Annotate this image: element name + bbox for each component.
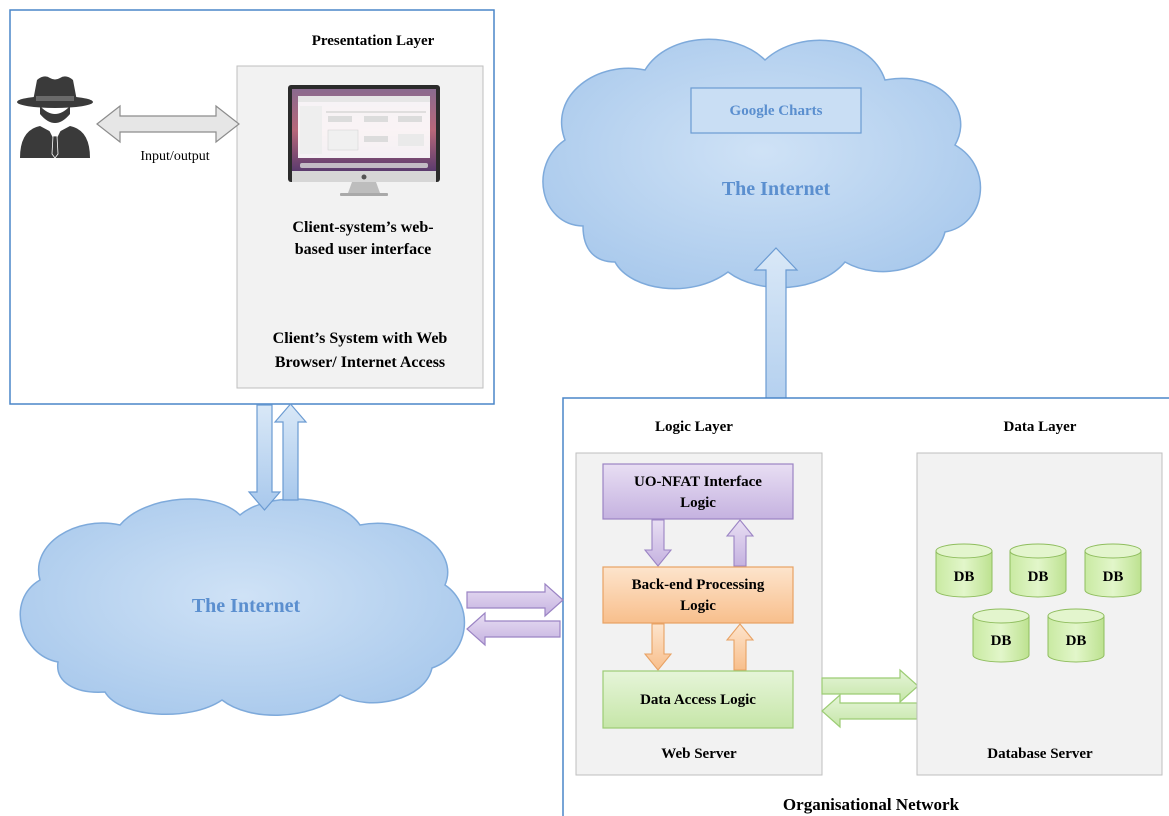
database-server-label: Database Server <box>987 746 1093 762</box>
logic-layer-title: Logic Layer <box>655 419 733 435</box>
logic-to-internet-arrow <box>466 611 561 647</box>
presentation-layer-title: Presentation Layer <box>312 33 435 49</box>
data-layer-title: Data Layer <box>1004 419 1077 435</box>
backend-processing-box <box>602 566 794 624</box>
db-label: DB <box>1066 633 1087 649</box>
internet-to-presentation-arrow <box>273 403 308 501</box>
db-label: DB <box>991 633 1012 649</box>
top-internet-label: The Internet <box>722 178 831 200</box>
presentation-to-internet-arrow <box>247 404 282 511</box>
left-internet-label: The Internet <box>192 595 301 617</box>
database-cylinder: DB <box>972 608 1030 663</box>
google-charts-label: Google Charts <box>730 103 823 119</box>
interface-to-backend-arrow <box>643 519 673 567</box>
data-to-logic-arrow <box>821 693 918 729</box>
top-internet-cloud <box>542 38 982 290</box>
backend-processing-line2: Logic <box>680 598 716 614</box>
backend-processing-line1: Back-end Processing <box>632 577 765 593</box>
db-label: DB <box>1103 569 1124 585</box>
left-internet-cloud <box>19 498 466 716</box>
ui-caption-line1: Client-system’s web- <box>292 219 433 236</box>
interface-logic-line1: UO-NFAT Interface <box>634 474 762 490</box>
client-system-line1: Client’s System with Web <box>273 330 448 347</box>
database-cylinder: DB <box>1084 543 1142 598</box>
internet-to-logic-arrow <box>466 582 564 618</box>
db-label: DB <box>1028 569 1049 585</box>
data-access-logic-label: Data Access Logic <box>640 692 756 708</box>
google-charts-box <box>690 87 862 134</box>
database-cylinder: DB <box>935 543 993 598</box>
data-access-logic-box <box>602 670 794 729</box>
interface-logic-box <box>602 463 794 520</box>
user-hat-icon <box>17 76 93 159</box>
backend-to-data-access-arrow <box>643 623 673 671</box>
database-cylinder: DB <box>1009 543 1067 598</box>
interface-logic-line2: Logic <box>680 495 716 511</box>
ui-caption-line2: based user interface <box>295 241 432 258</box>
client-system-line2: Browser/ Internet Access <box>275 354 445 371</box>
organisational-network-title: Organisational Network <box>783 795 960 814</box>
input-output-arrow <box>96 104 240 144</box>
database-server-box <box>916 452 1163 776</box>
web-server-label: Web Server <box>661 746 737 762</box>
data-access-to-backend-arrow <box>725 623 755 671</box>
input-output-label: Input/output <box>140 149 209 164</box>
db-label: DB <box>954 569 975 585</box>
desktop-monitor-icon <box>288 85 440 196</box>
backend-to-interface-arrow <box>725 519 755 567</box>
database-cylinder: DB <box>1047 608 1105 663</box>
logic-to-data-arrow <box>821 668 919 704</box>
